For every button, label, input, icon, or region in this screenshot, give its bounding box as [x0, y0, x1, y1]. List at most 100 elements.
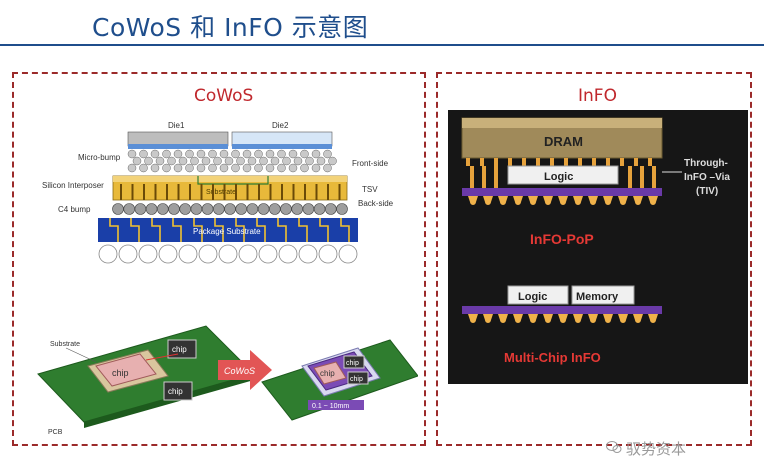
micro-bump — [208, 149, 217, 159]
micro-bump — [300, 149, 309, 159]
die1-base — [128, 144, 228, 149]
micro-bump — [328, 156, 337, 166]
dram-ball — [466, 158, 470, 166]
c4-bump-label: C4 bump — [58, 205, 91, 214]
back-side-label: Back-side — [358, 199, 394, 208]
micro-bump — [277, 163, 286, 173]
micro-bump — [323, 149, 332, 159]
multi-memory-block — [571, 285, 635, 305]
multi-rdl-layer — [462, 306, 662, 314]
micro-bump — [270, 156, 280, 166]
dram-ball — [606, 158, 610, 166]
micro-bump — [277, 149, 286, 159]
multi-bump — [618, 314, 628, 323]
micro-bump — [150, 149, 160, 159]
c4-bump — [246, 203, 259, 215]
solder-ball — [158, 244, 178, 264]
micro-bump — [282, 156, 291, 166]
micro-bump — [254, 163, 263, 173]
solder-ball — [118, 244, 138, 264]
micro-bump-label: Micro-bump — [78, 153, 121, 162]
info-panel-title: InFO — [578, 86, 617, 106]
micro-bump — [190, 156, 199, 166]
solder-ball — [218, 244, 238, 264]
multi-memory-label: Memory — [576, 291, 619, 303]
micro-bump — [236, 156, 245, 166]
multi-bump — [528, 314, 538, 323]
package-wire — [193, 218, 203, 242]
dram-ball — [494, 158, 498, 166]
micro-bump — [242, 163, 252, 173]
multi-logic-label: Logic — [518, 291, 547, 303]
package-wire — [172, 218, 182, 242]
micro-bump — [178, 156, 188, 166]
left-chip-main — [95, 353, 157, 387]
c4-bump — [336, 203, 348, 215]
die2-label: Die2 — [272, 121, 289, 130]
solder-ball — [238, 244, 258, 264]
micro-bump — [305, 156, 314, 166]
solder-ball — [178, 244, 198, 264]
c4-bump — [313, 203, 326, 215]
dram-ball — [536, 158, 540, 166]
interposer-routing — [197, 176, 269, 185]
cowos-cross-section: Die1 Die2 Micro-bump Front-side Substrat… — [42, 121, 394, 264]
micro-bump — [231, 163, 240, 173]
solder-ball — [278, 244, 298, 264]
c4-bump — [145, 203, 158, 215]
micro-bump — [150, 163, 160, 173]
package-wiring — [109, 218, 350, 242]
left-chip-main-label: chip — [112, 368, 129, 378]
c4-bump — [123, 203, 135, 215]
right-chip-main-label: chip — [320, 369, 335, 378]
left-chip-small-2 — [163, 381, 193, 401]
substrate-callout-line — [65, 347, 97, 363]
dram-ball — [578, 158, 582, 166]
package-wire — [214, 218, 224, 242]
micro-bump-array — [127, 149, 337, 173]
micro-bump — [185, 163, 194, 173]
c4-bump — [291, 203, 304, 215]
interposer-top-layer — [113, 176, 347, 182]
package-wire — [256, 218, 266, 242]
left-chip-small-1 — [167, 339, 197, 359]
micro-bump — [132, 156, 142, 166]
micro-bump — [127, 149, 137, 159]
tiv-pillar — [628, 166, 632, 188]
micro-bump — [231, 149, 240, 159]
micro-bump — [293, 156, 303, 166]
dram-ball — [508, 158, 512, 166]
dram-ball — [648, 158, 652, 166]
tsv — [292, 184, 295, 200]
package-wire — [235, 218, 245, 242]
micro-bump — [173, 163, 183, 173]
micro-bump — [162, 163, 171, 173]
wechat-icon — [606, 441, 622, 453]
package-wire — [130, 218, 140, 242]
c4-bump — [224, 203, 236, 215]
left-chip-small-1-label: chip — [172, 345, 187, 354]
multi-bump — [558, 314, 568, 323]
c4-bump — [213, 203, 225, 215]
solder-ball — [258, 244, 278, 264]
info-diagram: DRAM Logic Through- InFO –Via (TIV) InFO… — [448, 110, 748, 384]
pop-logic-label: Logic — [544, 171, 573, 183]
tiv-pillar — [652, 166, 656, 188]
tiv-pillar — [482, 166, 486, 188]
cowos-assembly-diagram: chip chip chip Substrate PCB CoWoS chip … — [37, 325, 418, 436]
right-chip-small-2-label: chip — [350, 376, 363, 383]
micro-bump — [127, 163, 137, 173]
pop-bump-array — [468, 196, 658, 205]
pcb-callout-label: PCB — [48, 429, 63, 436]
c4-bump — [112, 203, 124, 215]
micro-bump — [219, 149, 229, 159]
micro-bump — [185, 149, 194, 159]
micro-bump — [254, 149, 263, 159]
tsv — [246, 184, 249, 200]
tsv — [120, 184, 122, 200]
micro-bump — [139, 149, 148, 159]
cowos-panel: CoWoS Die1 Die2 Micro-bump Front-side Su… — [12, 72, 426, 446]
die1-label: Die1 — [168, 121, 185, 130]
multi-bump — [498, 314, 508, 323]
info-pop-label: InFO-PoP — [530, 231, 594, 247]
